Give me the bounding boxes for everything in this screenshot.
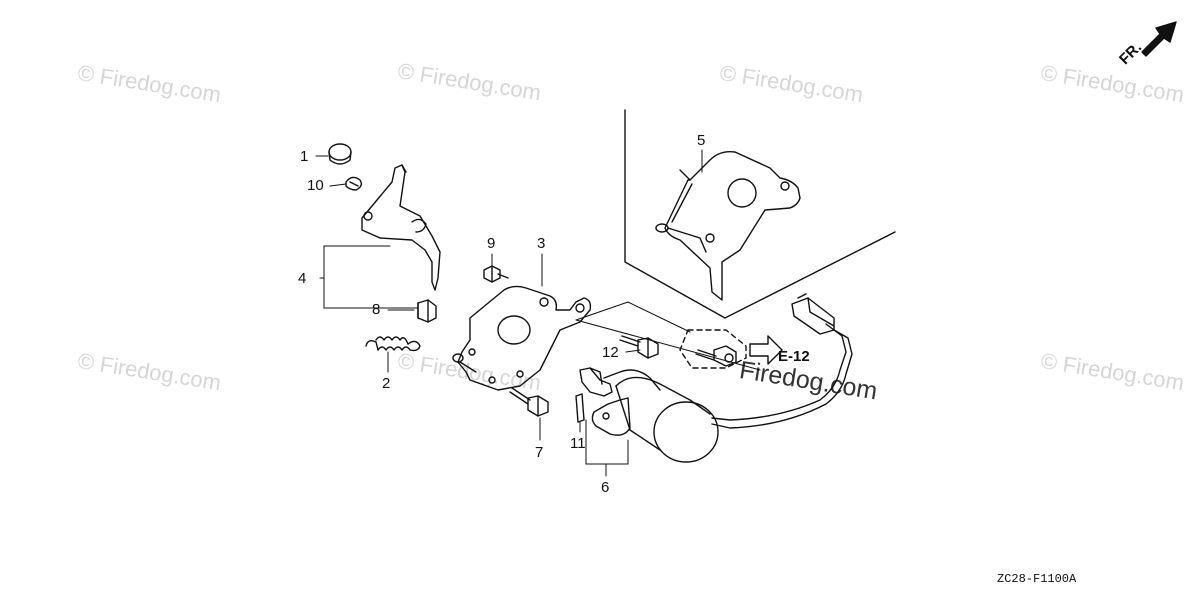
callout-5: 5: [697, 132, 706, 149]
callout-12: 12: [602, 344, 619, 361]
callout-11: 11: [570, 435, 586, 452]
callout-9: 9: [487, 235, 496, 252]
reference-label: E-12: [778, 348, 810, 365]
callout-6: 6: [601, 479, 610, 496]
callout-8: 8: [372, 301, 381, 318]
bolt-7-drawing: [509, 387, 549, 417]
inset-frame: [624, 109, 896, 319]
diagram-code: ZC28-F1100A: [997, 572, 1077, 586]
callout-10: 10: [307, 177, 324, 194]
clip-10-drawing: [345, 176, 363, 191]
front-arrow-icon: [1141, 21, 1177, 57]
cap-1-drawing: [328, 143, 352, 165]
callout-3: 3: [537, 235, 546, 252]
nut-8-drawing: [417, 299, 437, 323]
pin-11-drawing: [575, 393, 585, 423]
lever-bracket-4-drawing: [361, 164, 441, 291]
callout-7: 7: [535, 444, 544, 461]
bolt-12-drawing: [619, 335, 659, 359]
plate-3-drawing: [452, 285, 592, 391]
spring-2-drawing: [365, 336, 421, 352]
bracket-5-drawing: [655, 150, 801, 301]
callout-4: 4: [298, 270, 307, 287]
callout-1: 1: [300, 148, 309, 165]
leader-lines: [315, 149, 703, 477]
bolt-9-drawing: [483, 265, 509, 283]
callout-2: 2: [382, 375, 391, 392]
solenoid-6-drawing: [579, 293, 853, 463]
